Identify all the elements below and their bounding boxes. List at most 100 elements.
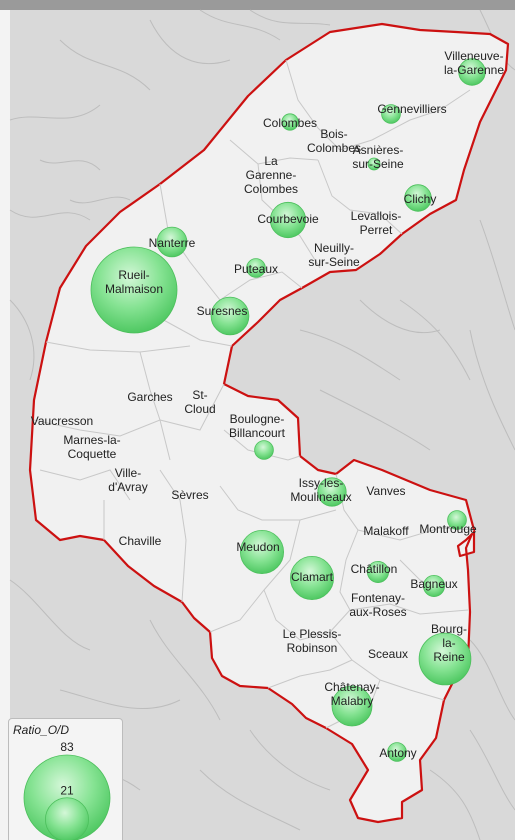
- outer-border-line: [69, 196, 131, 204]
- bubble-colombes[interactable]: [281, 113, 299, 131]
- legend-panel: Ratio_O/D 83 21: [8, 718, 123, 840]
- outer-border-line: [59, 39, 151, 91]
- label-courbevoie: Courbevoie: [257, 212, 319, 226]
- bubble-montrouge[interactable]: [447, 510, 467, 530]
- commune-border-line: [339, 529, 359, 611]
- bubble-gennevilliers[interactable]: [381, 104, 401, 124]
- bubble-chatillon[interactable]: [366, 561, 389, 584]
- label-antony: Antony: [379, 746, 416, 760]
- bubble-nanterre[interactable]: [156, 226, 188, 258]
- outer-border-line: [149, 19, 231, 65]
- bubble-antony[interactable]: [387, 742, 407, 762]
- label-nanterre: Nanterre: [149, 236, 196, 250]
- bubble-clamart[interactable]: [289, 556, 334, 601]
- commune-border-line: [139, 351, 171, 461]
- label-marnes: Marnes-la-Coquette: [63, 433, 120, 461]
- commune-border-line: [33, 419, 161, 437]
- label-colombes: Colombes: [263, 116, 317, 130]
- outer-border-line: [199, 769, 301, 831]
- label-sevres: Sèvres: [171, 488, 208, 502]
- commune-labels: Villeneuve-la-GarenneGennevilliersColomb…: [31, 49, 505, 760]
- outer-border-line: [399, 299, 471, 381]
- legend-title: Ratio_O/D: [13, 723, 70, 737]
- label-issy: Issy-les-Moulineaux: [290, 476, 351, 504]
- bubble-issy[interactable]: [317, 477, 347, 507]
- bubble-courbevoie[interactable]: [269, 201, 307, 239]
- outer-border-line: [479, 219, 515, 331]
- outer-border-line: [9, 209, 91, 221]
- label-suresnes: Suresnes: [197, 304, 248, 318]
- bubble-asnieres[interactable]: [367, 157, 381, 171]
- ratio-bubbles: [90, 58, 486, 762]
- legend-bubble-mid: [45, 797, 89, 840]
- commune-border-line: [229, 139, 319, 165]
- window-top-bar: [0, 0, 515, 10]
- label-montrouge: Montrouge: [419, 522, 477, 536]
- outer-border-line: [9, 579, 91, 651]
- bubble-bagneux[interactable]: [422, 575, 445, 598]
- bubble-puteaux[interactable]: [246, 258, 266, 278]
- left-panel-edge: [0, 10, 10, 840]
- commune-border-line: [159, 469, 187, 603]
- label-bois-colombes: Bois-Colombes: [307, 127, 361, 155]
- outer-border-line: [249, 729, 331, 791]
- outer-border-line: [39, 159, 101, 171]
- bubble-rueil[interactable]: [90, 246, 178, 334]
- outer-border-line: [469, 329, 515, 451]
- commune-borders: [33, 59, 475, 729]
- outer-border-line: [149, 619, 221, 721]
- commune-border-line: [267, 659, 353, 689]
- label-ville-davray: Ville-d'Avray: [108, 466, 147, 494]
- commune-border-line: [159, 383, 225, 431]
- label-garches: Garches: [127, 390, 172, 404]
- outer-border-line: [469, 639, 515, 721]
- commune-border-line: [45, 341, 191, 353]
- label-vanves: Vanves: [366, 484, 405, 498]
- label-sceaux: Sceaux: [368, 647, 408, 661]
- commune-border-line: [285, 59, 341, 151]
- outer-border-line: [469, 729, 515, 811]
- label-bourg-la-reine: Bourg-la-Reine: [431, 622, 467, 664]
- label-malakoff: Malakoff: [363, 524, 409, 538]
- label-gennevilliers: Gennevilliers: [377, 102, 446, 116]
- label-fontenay: Fontenay-aux-Roses: [349, 591, 406, 619]
- bubble-meudon[interactable]: [239, 530, 284, 575]
- label-vaucresson: Vaucresson: [31, 414, 93, 428]
- bubble-chatenay[interactable]: [331, 685, 373, 727]
- label-meudon: Meudon: [236, 540, 279, 554]
- label-bagneux: Bagneux: [410, 577, 457, 591]
- commune-border-line: [219, 485, 337, 521]
- label-levallois: Levallois-Perret: [351, 209, 402, 237]
- outer-border-line: [9, 104, 101, 121]
- legend-symbols: 83 21: [23, 740, 111, 840]
- label-rueil: Rueil-Malmaison: [105, 268, 163, 296]
- label-clichy: Clichy: [404, 192, 437, 206]
- outer-border-line: [429, 769, 481, 840]
- label-clamart: Clamart: [291, 570, 334, 584]
- label-chaville: Chaville: [119, 534, 162, 548]
- outer-border-line: [359, 299, 441, 334]
- bubble-bourg-la-reine[interactable]: [418, 632, 472, 686]
- bubble-suresnes[interactable]: [210, 296, 250, 336]
- bubble-clichy[interactable]: [404, 184, 432, 212]
- outer-border-line: [249, 9, 331, 26]
- surrounding-commune-borders: [9, 9, 515, 840]
- bubble-villeneuve[interactable]: [458, 58, 486, 86]
- bubble-boulogne[interactable]: [254, 440, 274, 460]
- label-asnieres: Asnières-sur-Seine: [352, 143, 404, 171]
- legend-mid-value: 21: [60, 784, 74, 798]
- label-chatenay: Châtenay-Malabry: [324, 680, 379, 708]
- label-villeneuve: Villeneuve-la-Garenne: [444, 49, 504, 77]
- outer-border-line: [59, 689, 181, 710]
- commune-border-line: [335, 473, 475, 541]
- label-puteaux: Puteaux: [234, 262, 278, 276]
- legend-max-value: 83: [60, 740, 74, 754]
- department-boundary: [28, 22, 510, 824]
- commune-border-line: [39, 469, 131, 501]
- outer-border-line: [319, 389, 431, 451]
- label-st-cloud: St-Cloud: [184, 388, 215, 416]
- label-chatillon: Châtillon: [351, 562, 398, 576]
